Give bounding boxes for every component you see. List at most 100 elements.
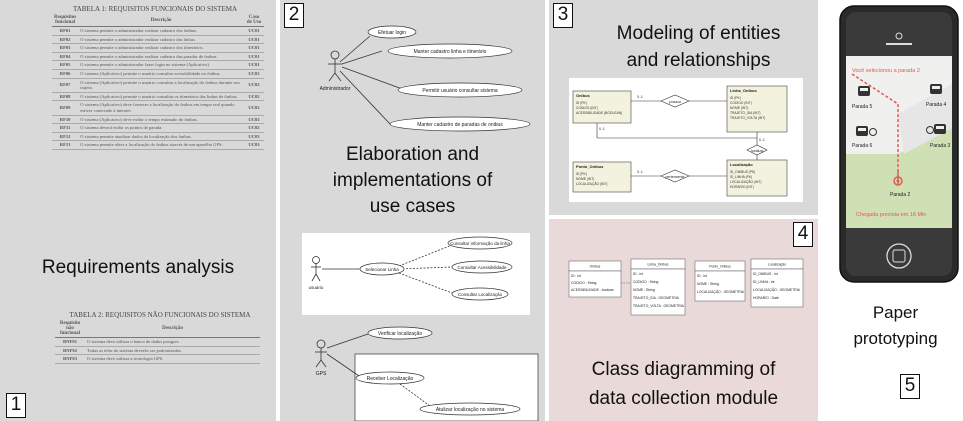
class-attr: ID_ONIBUS : int (753, 272, 778, 276)
use-case-label: Selecionar Linha (365, 267, 399, 272)
class-attr: ID : int (571, 274, 581, 278)
use-case-ref: UC03 (244, 132, 264, 142)
table2-header: Requisito não funcional (55, 320, 85, 338)
table1-header: Descrição (78, 14, 244, 27)
entity-attr: ID (PK) (576, 172, 587, 176)
requirement-description: O sistema permite o administrador realiz… (78, 52, 244, 62)
use-case-diagram-user: Selecionar Linha Consultar informação da… (302, 233, 530, 315)
use-case-diagram-gps: Verificar localização Receber Localizaçã… (315, 326, 539, 421)
cardinality-label: 0..1 (637, 170, 643, 174)
panel2-title: Elaboration and implementations of use c… (280, 142, 545, 220)
requirement-id: RNF02 (55, 346, 85, 356)
panel-paper-prototype: Você selecionou a parada 2 Parada 5 Para… (818, 0, 963, 421)
stop-label: Parada 3 (930, 143, 951, 149)
class-attr: HORARIO : Date (753, 296, 779, 300)
title-line: Modeling of entities (616, 23, 781, 44)
use-case-label: Receber Localização (367, 376, 414, 382)
stop-label: Parada 6 (852, 143, 873, 149)
requirement-description: O sistema (Aplicativo) permite o usuário… (78, 92, 244, 102)
use-case-label: Consultar Localização (458, 292, 503, 297)
functional-requirements-table: Requisitos funcional Descrição Caso de U… (52, 14, 264, 150)
class-attr: ID : int (633, 272, 643, 276)
use-case-label: Manter cadastro de paradas de onibus (417, 122, 503, 128)
stop-label: Parada 4 (926, 102, 947, 108)
class-attr: TRAJETO_IDA : GEOMETRIA (633, 296, 680, 300)
panel5-title: Paper prototyping (828, 300, 963, 352)
requirement-id: RF13 (52, 140, 79, 150)
class-attr: NOME : String (697, 282, 719, 286)
requirement-description: O sistema (Aplicativo) deve fornecer a l… (78, 100, 244, 116)
title-line: Paper (872, 303, 919, 322)
panel-number-4: 4 (793, 222, 813, 247)
panel1-title: Requirements analysis (41, 257, 235, 278)
requirement-id: RF06 (52, 69, 79, 79)
entity-attr: LOCALIZAÇÃO (INT) (576, 181, 608, 186)
use-case-ref: UC02 (244, 92, 264, 102)
use-case-ref: UC02 (244, 69, 264, 79)
stop-label: Parada 2 (890, 192, 911, 198)
class-attr: CODIGO : String (633, 280, 659, 284)
requirement-description: O sistema deverá exibir os pontos de par… (78, 123, 244, 133)
home-button-icon (886, 243, 912, 269)
requirement-id: RF03 (52, 43, 79, 53)
panel-number-1: 1 (6, 393, 26, 418)
entity-name: Onibus (576, 93, 591, 98)
class-diagram: Onibus ID : int CODIGO : String ACESSIBI… (568, 258, 804, 316)
requirement-id: RNF03 (55, 354, 85, 364)
use-case-ref: UC01 (244, 26, 264, 36)
bus-stop-icon (858, 86, 870, 96)
use-case-ref: UC01 (244, 52, 264, 62)
bus-accessible-stop-icon (856, 126, 877, 136)
relationship-label: localiza (751, 149, 763, 153)
entity-name: Ponto_Onibus (576, 164, 604, 169)
title-line: data collection module (588, 388, 779, 409)
entity-name: Localização (730, 162, 753, 167)
class-name: Localização (768, 263, 786, 267)
panel-requirements: TABELA 1: REQUISITOS FUNCIONAIS DO SISTE… (0, 0, 276, 421)
table1-caption: TABELA 1: REQUISITOS FUNCIONAIS DO SISTE… (72, 5, 237, 13)
actor-label: GPS (316, 371, 327, 377)
cardinality-label: 0..1 (599, 127, 605, 131)
table1-header: Requisitos funcional (52, 14, 79, 27)
use-case-label: Consultar Acessibilidade (457, 265, 507, 270)
use-case-ref: UC03 (244, 140, 264, 150)
requirement-description: O sistema (Aplicativo) deve exibir o tem… (78, 115, 244, 125)
panel-er-model: 3 Modeling of entities and relationships (549, 0, 818, 215)
class-attr: NOME : String (633, 288, 655, 292)
requirement-id: RF05 (52, 60, 79, 70)
use-case-ref: UC02 (244, 78, 264, 93)
requirement-id: RF09 (52, 100, 79, 116)
entity-attr: NOME (INT) (730, 106, 748, 110)
use-case-ref: UC01 (244, 43, 264, 53)
requirement-description: O sistema permite o administrador realiz… (78, 43, 244, 53)
class-attr: ID : int (697, 274, 707, 278)
requirement-id: RF12 (52, 132, 79, 142)
panel-use-cases: 2 Efetuar login Manter cadastro (280, 0, 545, 421)
title-line: Class diagramming of (591, 359, 776, 380)
bus-stop-icon (930, 84, 942, 94)
speaker-icon (886, 32, 912, 45)
requirement-id: RF07 (52, 78, 79, 93)
entity-attr: CODIGO (INT) (730, 101, 752, 105)
entity-attr: ID (PK) (576, 101, 587, 105)
panel-number-2: 2 (284, 3, 304, 28)
stop-label: Parada 5 (852, 104, 873, 110)
entity-attr: CODIGO (INT) (576, 106, 598, 110)
entity-attr: ACESSIBILIDADE (BOOLEAN) (576, 111, 622, 115)
title-line: use cases (369, 196, 456, 217)
use-case-label: Atulizar localização no sistema (436, 407, 505, 413)
class-attr: TRAJETO_VOLTA : GEOMETRIA (633, 304, 685, 308)
use-case-ref: UC02 (244, 115, 264, 125)
requirement-id: RF11 (52, 123, 79, 133)
class-attr: ID_LINHA : int (753, 280, 775, 284)
use-case-label: Permitir usuário consultar sistema (422, 88, 498, 94)
requirement-description: O sistema (Aplicativo) permite o usuário… (78, 69, 244, 79)
